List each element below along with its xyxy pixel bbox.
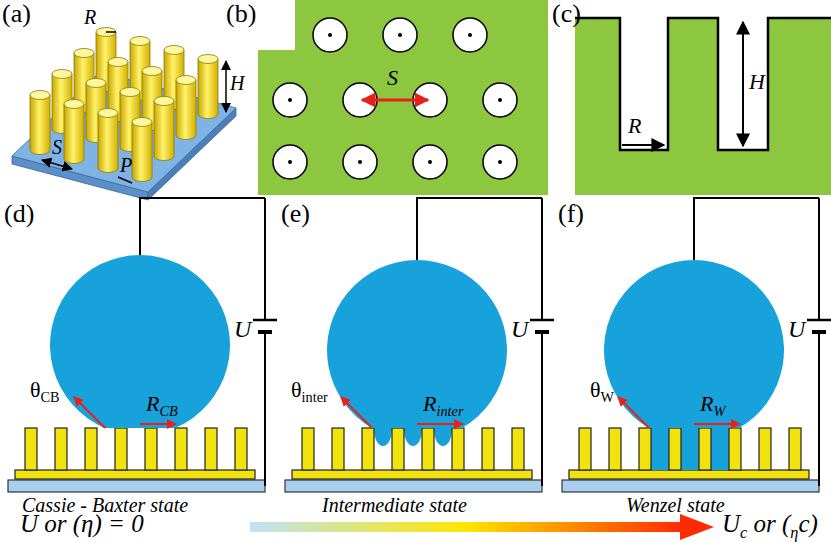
pillar-top bbox=[120, 88, 140, 97]
figure-label: U bbox=[788, 316, 805, 342]
intermediate-panel bbox=[285, 198, 554, 492]
figure-label: θinter bbox=[291, 378, 328, 402]
pillar-top bbox=[98, 109, 118, 118]
figure-label: (e) bbox=[281, 200, 310, 229]
pillar bbox=[154, 101, 174, 160]
figure-label: Uc or (ηc) bbox=[722, 510, 818, 538]
pillar-top bbox=[198, 55, 218, 64]
pillar bbox=[176, 80, 196, 140]
figure-label: U or (η) = 0 bbox=[20, 510, 144, 538]
pillar bbox=[132, 122, 152, 182]
height-dimension bbox=[225, 61, 227, 112]
subscript: CB bbox=[41, 389, 60, 405]
figure-label: θW bbox=[590, 378, 614, 402]
figure-label: R bbox=[84, 6, 96, 28]
figure-label: RCB bbox=[146, 392, 178, 416]
figure-label: P bbox=[120, 154, 132, 176]
voltage-gradient-arrow bbox=[250, 514, 714, 540]
pillar-top bbox=[132, 118, 152, 127]
spacing-dimension bbox=[42, 160, 72, 169]
figure-label: H bbox=[749, 70, 765, 94]
pillar-top bbox=[30, 91, 50, 100]
subscript: W bbox=[601, 389, 615, 405]
figure-label: R bbox=[628, 114, 641, 138]
pillar-top bbox=[74, 49, 94, 58]
pillar bbox=[64, 104, 84, 164]
pillar-top bbox=[154, 97, 174, 106]
subscript: W bbox=[713, 403, 725, 419]
figure-label: (a) bbox=[2, 0, 31, 29]
pillar-top bbox=[96, 28, 116, 37]
gap-dimension bbox=[118, 177, 132, 183]
radius-line bbox=[106, 31, 116, 33]
pillar-top bbox=[142, 67, 162, 76]
figure-label: (f) bbox=[558, 200, 584, 229]
subscript: CB bbox=[159, 403, 177, 419]
figure-label: (c) bbox=[552, 0, 581, 29]
pillar-top bbox=[108, 58, 128, 67]
subscript: η bbox=[790, 524, 798, 542]
figure-label: S bbox=[52, 136, 62, 158]
figure-label: Intermediate state bbox=[322, 494, 467, 516]
subscript: c bbox=[740, 524, 747, 542]
figure-label: S bbox=[387, 66, 398, 90]
pillar-top bbox=[130, 37, 150, 46]
wenzel-panel bbox=[562, 198, 831, 492]
pillar-top bbox=[52, 70, 72, 79]
figure-label: RW bbox=[700, 392, 725, 416]
pillar bbox=[30, 95, 50, 155]
figure-label: Wenzel state bbox=[626, 494, 725, 516]
subscript: inter bbox=[302, 389, 328, 405]
pillar bbox=[98, 113, 118, 173]
figure-label: U bbox=[511, 316, 528, 342]
side-profile bbox=[575, 18, 831, 195]
pillar-top bbox=[176, 76, 196, 85]
pillar-top bbox=[164, 46, 184, 55]
top-view bbox=[258, 0, 548, 195]
pillar-top bbox=[86, 79, 106, 88]
figure-label: U bbox=[234, 316, 251, 342]
cassie-baxter-panel bbox=[8, 198, 277, 492]
pillar-top bbox=[64, 100, 84, 109]
figure-label: (d) bbox=[4, 200, 34, 229]
pillar bbox=[198, 59, 218, 119]
figure-label: Rinter bbox=[423, 392, 463, 416]
figure-label: H bbox=[230, 72, 244, 94]
pillar-array-3d bbox=[12, 28, 236, 201]
figure-label: θCB bbox=[30, 378, 60, 402]
subscript: inter bbox=[436, 403, 463, 419]
figure-label: (b) bbox=[226, 0, 256, 29]
